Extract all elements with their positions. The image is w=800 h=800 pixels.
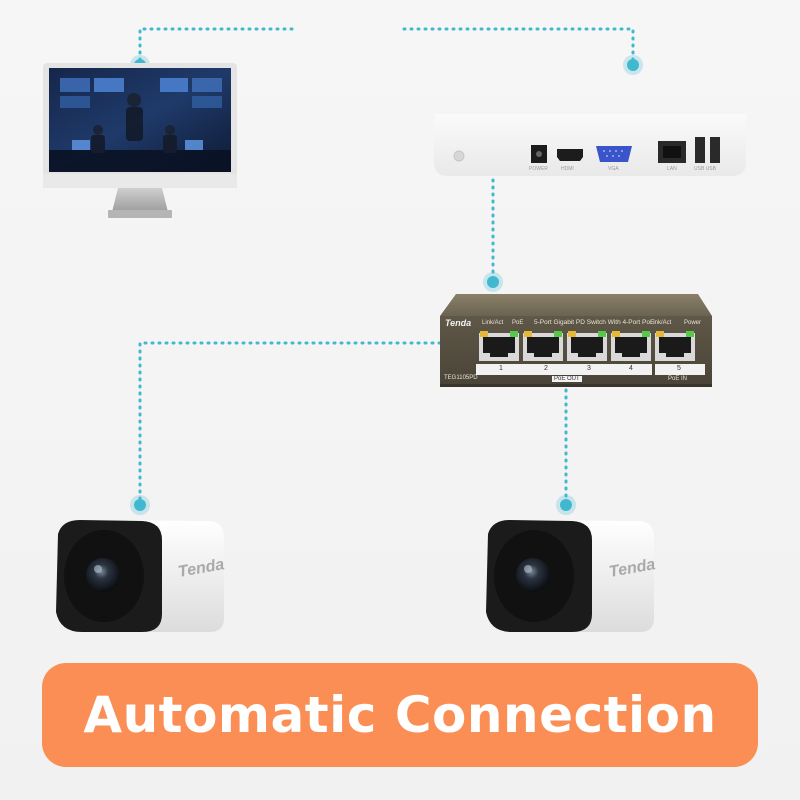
- camera-icon: [486, 520, 654, 632]
- camera-icon: [56, 520, 224, 632]
- nvr-label-vga: VGA: [608, 166, 619, 172]
- switch-port-number-2: 2: [544, 365, 548, 372]
- switch-led-label-2: PoE: [512, 320, 524, 326]
- nvr-icon: [434, 96, 746, 176]
- switch-brand: Tenda: [445, 318, 472, 328]
- connector-nvr-top: [402, 27, 635, 67]
- switch-port-number-3: 3: [587, 365, 591, 372]
- nvr-usb-port-1: [695, 137, 705, 163]
- nvr-vga-port: [596, 146, 632, 162]
- switch-port-3: [567, 331, 607, 361]
- switch-led-label-1: Link/Act: [482, 320, 504, 326]
- camera-lens-left: [86, 558, 120, 592]
- switch-number-strip-5: [655, 364, 705, 375]
- nvr-label-hdmi: HDMI: [561, 166, 574, 172]
- switch-poe-in-label: PoE IN: [668, 376, 688, 382]
- switch-port-number-5: 5: [677, 365, 681, 372]
- switch-port-4: [611, 331, 651, 361]
- node-nvr: [627, 59, 639, 71]
- monitor-icon: [43, 63, 237, 218]
- switch-led-label-3: Link/Act: [650, 320, 672, 326]
- node-switch: [487, 276, 499, 288]
- switch-number-strip: [476, 364, 652, 375]
- switch-port-number-4: 4: [629, 365, 633, 372]
- switch-port-2: [523, 331, 563, 361]
- switch-ports: [479, 331, 695, 361]
- caption-banner: Automatic Connection: [42, 663, 758, 767]
- switch-poe-out-label: PoE OUT: [552, 376, 582, 382]
- connector-switch-camera-left: [138, 341, 442, 507]
- switch-led-label-4: Power: [684, 320, 702, 326]
- nvr-label-power: POWER: [529, 166, 548, 172]
- switch-port-1: [479, 331, 519, 361]
- connector-lines: [138, 27, 635, 507]
- nvr-label-lan: LAN: [667, 166, 677, 172]
- switch-title: 5-Port Gigabit PD Switch With 4-Port PoE: [534, 319, 655, 326]
- caption-text: Automatic Connection: [83, 686, 717, 744]
- switch-port-number-1: 1: [499, 365, 503, 372]
- nvr-usb-port-2: [710, 137, 720, 163]
- node-camera-right: [560, 499, 572, 511]
- connector-monitor-top: [138, 27, 294, 67]
- nvr-hdmi-port: [557, 149, 583, 161]
- switch-port-5: [655, 331, 695, 361]
- node-camera-left: [134, 499, 146, 511]
- switch-model: TEG1105PD: [444, 375, 478, 381]
- nvr-label-usb: USB USB: [694, 166, 716, 172]
- camera-lens-right: [516, 558, 550, 592]
